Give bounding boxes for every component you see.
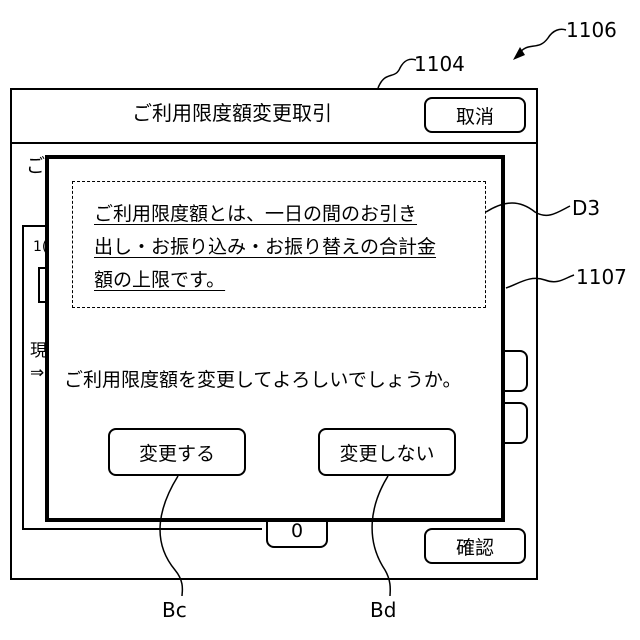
ref-screen-1104: 1104 [414,54,465,74]
leader-1104 [378,59,416,88]
ref-dialog-1107: 1107 [576,267,627,287]
ref-device-1106: 1106 [566,20,617,40]
leader-Bc [160,476,182,596]
leader-D3 [486,203,570,215]
leader-1106 [518,29,566,55]
ref-description-D3: D3 [572,198,600,218]
leader-Bd [372,476,390,596]
leader-1107 [506,275,574,288]
ref-no-change-button-Bd: Bd [370,600,396,620]
ref-change-button-Bc: Bc [162,600,187,620]
